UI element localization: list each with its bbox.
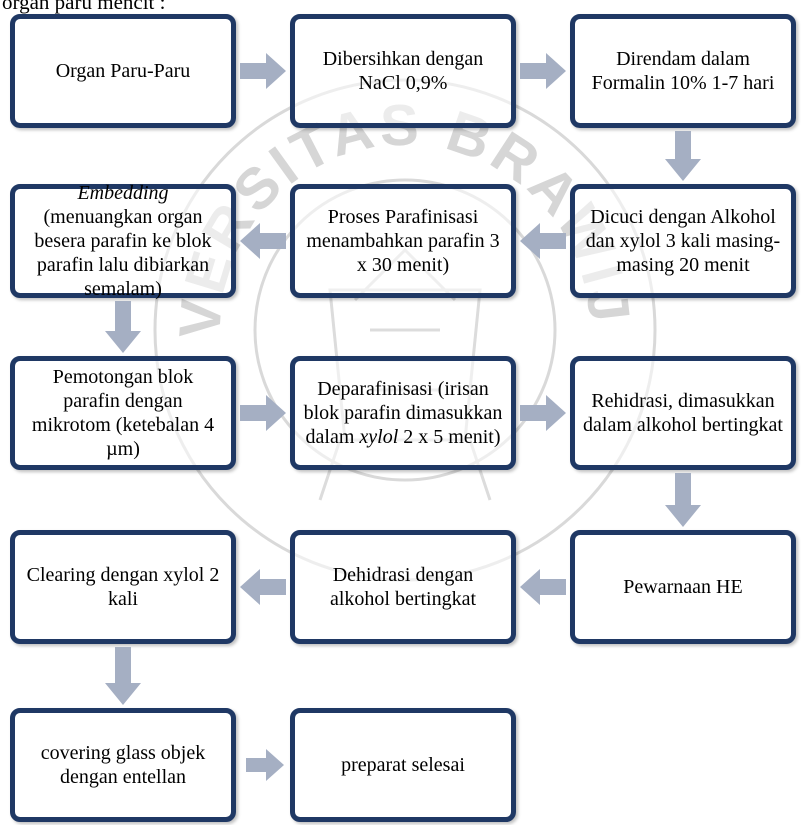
step-label: Dibersihkan dengan NaCl 0,9% [322, 48, 484, 94]
step-organ-paru: Organ Paru-Paru [10, 14, 236, 128]
step-label-tail: 2 x 5 menit) [403, 426, 501, 448]
step-preparat-selesai: preparat selesai [290, 708, 516, 822]
step-label: Organ Paru-Paru [55, 60, 191, 82]
arrow-left-icon [240, 223, 286, 259]
step-rehidrasi: Rehidrasi, dimasukkan dalam alkohol bert… [570, 356, 796, 470]
step-dehidrasi: Dehidrasi dengan alkohol bertingkat [290, 530, 516, 644]
arrow-down-icon [105, 647, 141, 705]
arrow-left-icon [240, 569, 286, 605]
arrow-down-icon [665, 131, 701, 181]
step-label: Rehidrasi, dimasukkan dalam alkohol bert… [583, 390, 783, 436]
step-label: Dehidrasi dengan alkohol bertingkat [329, 564, 477, 610]
step-label: Deparafinisasi (irisan blok parafin dima… [303, 378, 503, 448]
arrow-down-icon [105, 301, 141, 353]
arrow-right-icon [240, 395, 286, 431]
step-deparafinisasi: Deparafinisasi (irisan blok parafin dima… [290, 356, 516, 470]
arrow-right-icon [520, 395, 566, 431]
step-label: (menuangkan organ besera parafin ke blok… [34, 206, 212, 300]
step-label: Proses Parafinisasi menambahkan parafin … [306, 206, 500, 276]
step-pewarnaan: Pewarnaan HE [570, 530, 796, 644]
step-label: Direndam dalam Formalin 10% 1-7 hari [591, 48, 775, 94]
step-label: Pemotongan blok parafin dengan mikrotom … [31, 366, 215, 460]
step-direndam: Direndam dalam Formalin 10% 1-7 hari [570, 14, 796, 128]
step-label: Dicuci dengan Alkohol dan xylol 3 kali m… [585, 206, 781, 276]
arrow-down-icon [665, 473, 701, 527]
step-pemotongan: Pemotongan blok parafin dengan mikrotom … [10, 356, 236, 470]
step-clearing: Clearing dengan xylol 2 kali [10, 530, 236, 644]
step-label: Pewarnaan HE [623, 576, 743, 598]
step-covering: covering glass objek dengan entellan [10, 708, 236, 822]
step-label-italic: xylol [359, 426, 399, 448]
step-label: covering glass objek dengan entellan [40, 742, 206, 788]
arrow-right-icon [240, 53, 286, 89]
step-label: preparat selesai [341, 754, 465, 776]
arrow-left-icon [520, 569, 566, 605]
arrow-right-icon [520, 53, 566, 89]
step-dibersihkan: Dibersihkan dengan NaCl 0,9% [290, 14, 516, 128]
step-label: Clearing dengan xylol 2 kali [26, 564, 220, 610]
arrow-left-icon [520, 223, 566, 259]
step-embedding: Embedding(menuangkan organ besera parafi… [10, 182, 236, 300]
step-dicuci: Dicuci dengan Alkohol dan xylol 3 kali m… [570, 184, 796, 298]
header-text: organ paru mencit : [2, 0, 166, 14]
step-label-italic: Embedding [77, 182, 169, 204]
step-parafinisasi: Proses Parafinisasi menambahkan parafin … [290, 184, 516, 298]
arrow-right-icon [246, 749, 284, 781]
